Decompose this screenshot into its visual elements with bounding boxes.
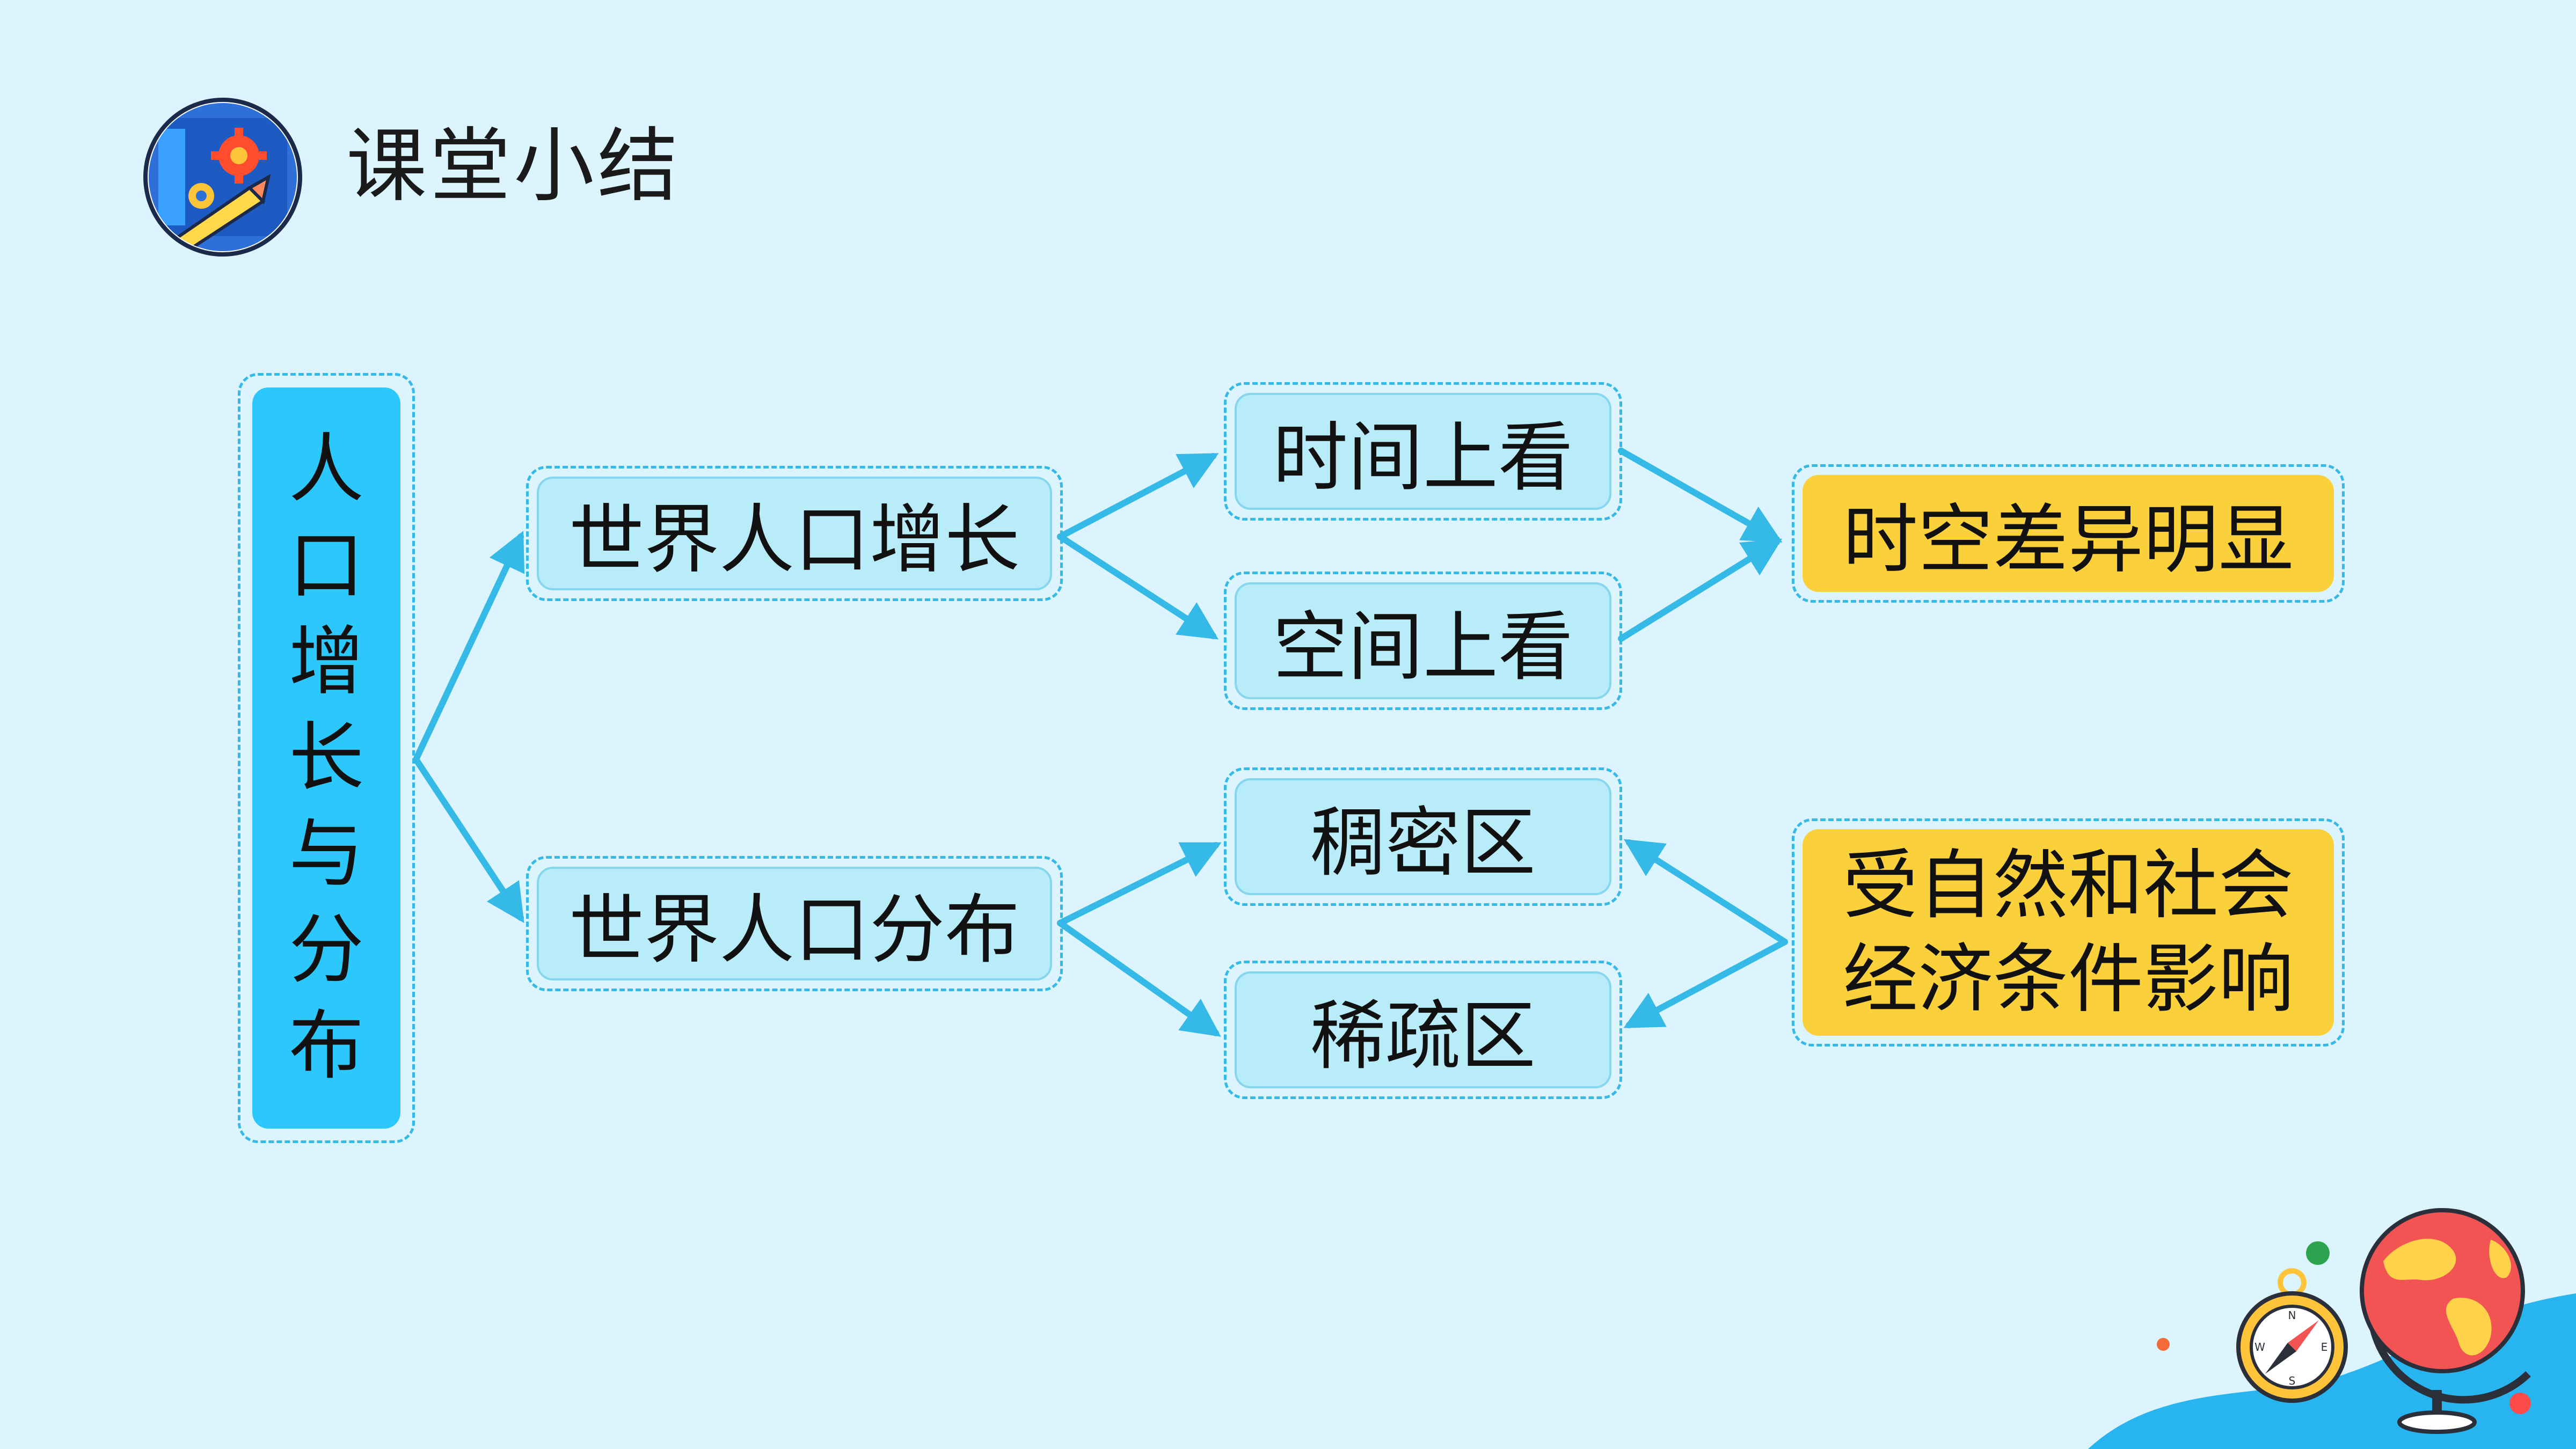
arrow-cause-sparse: [1623, 939, 1788, 1028]
arrow-growth-time: [1057, 453, 1219, 540]
arrow-dist-sparse: [1057, 920, 1221, 1037]
sparse-node: 稀疏区: [1235, 971, 1611, 1088]
root-char: 人: [288, 426, 364, 514]
sparse-node-frame: [1224, 961, 1622, 1099]
arrow-time-result: [1618, 448, 1783, 543]
page-title: 课堂小结: [346, 120, 682, 213]
arrow-growth-space: [1057, 533, 1219, 640]
cause-node-frame: [1792, 818, 2345, 1046]
result-node: 时空差异明显: [1803, 475, 2334, 592]
globe-icon: [2360, 1208, 2531, 1434]
root-char: 增: [288, 618, 364, 706]
distribution-node: 世界人口分布: [537, 867, 1052, 980]
dense-node: 稠密区: [1235, 778, 1611, 895]
gear-pencil-icon: [143, 98, 302, 257]
result-node-frame: [1792, 464, 2345, 603]
cause-node: 受自然和社会 经济条件影响: [1803, 829, 2334, 1036]
compass-icon: N S W E: [2236, 1268, 2348, 1403]
cause-line: 经济条件影响: [1842, 935, 2294, 1023]
globe-compass-decoration: N S W E: [2088, 1208, 2576, 1449]
svg-text:E: E: [2321, 1341, 2328, 1353]
distribution-node-frame: [526, 856, 1063, 991]
root-node: 人 口 增 长 与 分 布: [252, 387, 400, 1129]
dense-node-frame: [1224, 767, 1622, 906]
root-char: 口: [288, 522, 364, 610]
space-node: 空间上看: [1235, 582, 1611, 699]
growth-node: 世界人口增长: [537, 477, 1052, 590]
arrow-cause-dense: [1623, 839, 1788, 945]
svg-text:S: S: [2289, 1374, 2296, 1387]
arrow-dist-dense: [1057, 842, 1222, 926]
svg-text:N: N: [2288, 1309, 2296, 1322]
root-node-frame: [238, 373, 415, 1143]
root-char: 布: [288, 1002, 364, 1091]
cause-line: 受自然和社会: [1842, 841, 2294, 930]
arrow-root-growth: [413, 531, 525, 763]
time-node: 时间上看: [1235, 393, 1611, 510]
space-node-frame: [1224, 572, 1622, 710]
growth-node-frame: [526, 466, 1063, 601]
svg-text:W: W: [2254, 1341, 2265, 1353]
arrow-root-distribution: [413, 756, 524, 924]
arrow-space-result: [1618, 538, 1783, 642]
root-char: 与: [288, 810, 364, 898]
root-char: 分: [288, 906, 364, 994]
time-node-frame: [1224, 382, 1622, 521]
root-char: 长: [288, 714, 364, 802]
